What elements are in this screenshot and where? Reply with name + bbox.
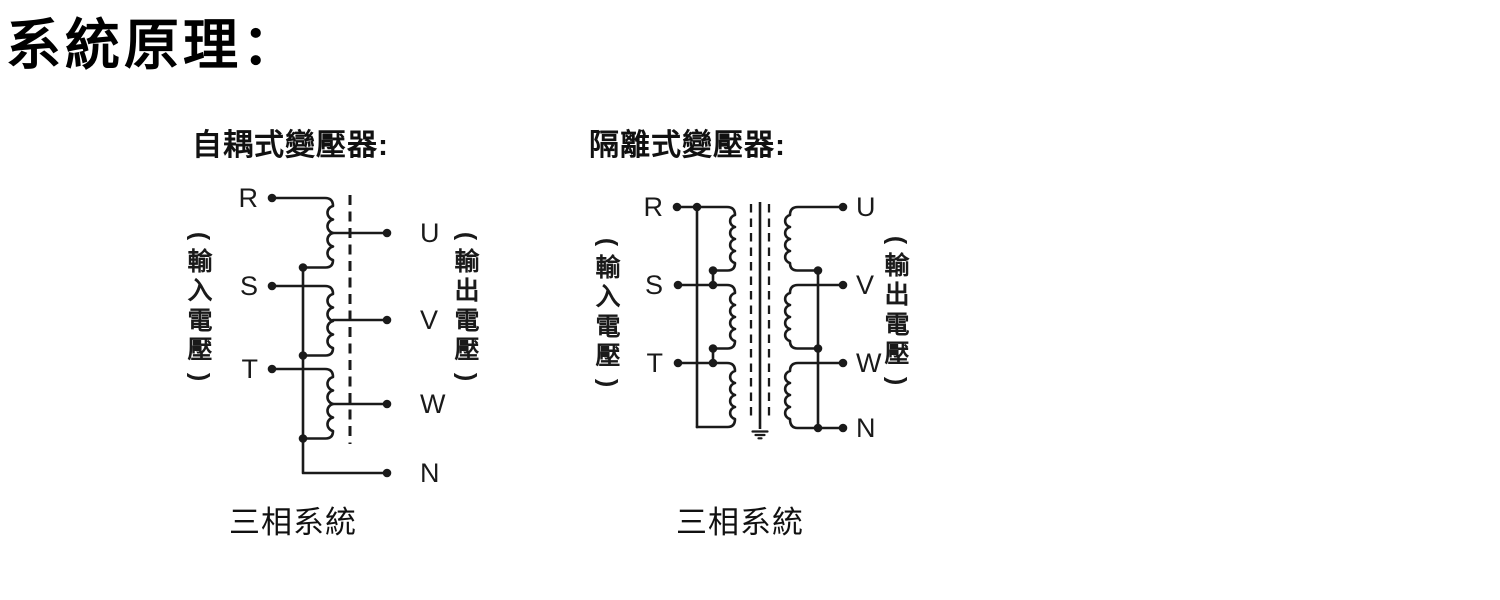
- primary-winding-r: [675, 205, 737, 287]
- terminal-u: U: [856, 192, 876, 222]
- secondary-winding-u: [783, 205, 845, 272]
- output-voltage-text: 輸出電壓: [884, 252, 910, 368]
- isolation-transformer-circuit-diagram: R S T U V W N: [644, 192, 883, 443]
- isolation-transformer-caption: 三相系統: [676, 505, 804, 540]
- ground-symbol: [751, 430, 769, 440]
- paren-close: ): [452, 372, 481, 382]
- neutral-bus: [301, 266, 389, 475]
- primary-winding-s: [676, 283, 737, 365]
- winding-r: [270, 196, 335, 269]
- terminal-s: S: [240, 271, 258, 301]
- isolation-input-voltage-label: ( 輸入電壓 ): [593, 230, 623, 395]
- autotransformer-circuit-diagram: R S T U V W N: [239, 183, 447, 488]
- junction-dots: [672, 202, 848, 433]
- terminal-n: N: [856, 413, 876, 443]
- output-voltage-text: 輸出電壓: [454, 248, 480, 364]
- isolation-output-voltage-label: ( 輸出電壓 ): [882, 228, 912, 393]
- terminal-u: U: [420, 218, 440, 248]
- junction-dots: [267, 193, 392, 478]
- paren-open: (: [452, 231, 481, 241]
- terminal-v: V: [856, 270, 874, 300]
- secondary-winding-v: [783, 283, 845, 350]
- terminal-s: S: [645, 270, 663, 300]
- primary-winding-t: [676, 361, 737, 429]
- input-voltage-text: 輸入電壓: [187, 248, 213, 364]
- terminal-t: T: [242, 354, 259, 384]
- secondary-winding-w: [783, 361, 845, 430]
- isolation-transformer-heading: 隔離式變壓器:: [589, 129, 786, 162]
- autotransformer-input-voltage-label: ( 輸入電壓 ): [185, 224, 215, 389]
- terminal-v: V: [420, 305, 438, 335]
- autotransformer-output-voltage-label: ( 輸出電壓 ): [452, 224, 482, 389]
- terminal-t: T: [647, 348, 664, 378]
- terminal-n: N: [420, 458, 440, 488]
- terminal-r: R: [644, 192, 664, 222]
- autotransformer-heading: 自耦式變壓器:: [192, 129, 389, 162]
- input-voltage-text: 輸入電壓: [595, 254, 621, 370]
- page-title: 系統原理：: [6, 14, 302, 76]
- terminal-w: W: [420, 389, 446, 419]
- terminal-r: R: [239, 183, 259, 213]
- autotransformer-caption: 三相系統: [229, 505, 357, 540]
- terminal-w: W: [856, 348, 882, 378]
